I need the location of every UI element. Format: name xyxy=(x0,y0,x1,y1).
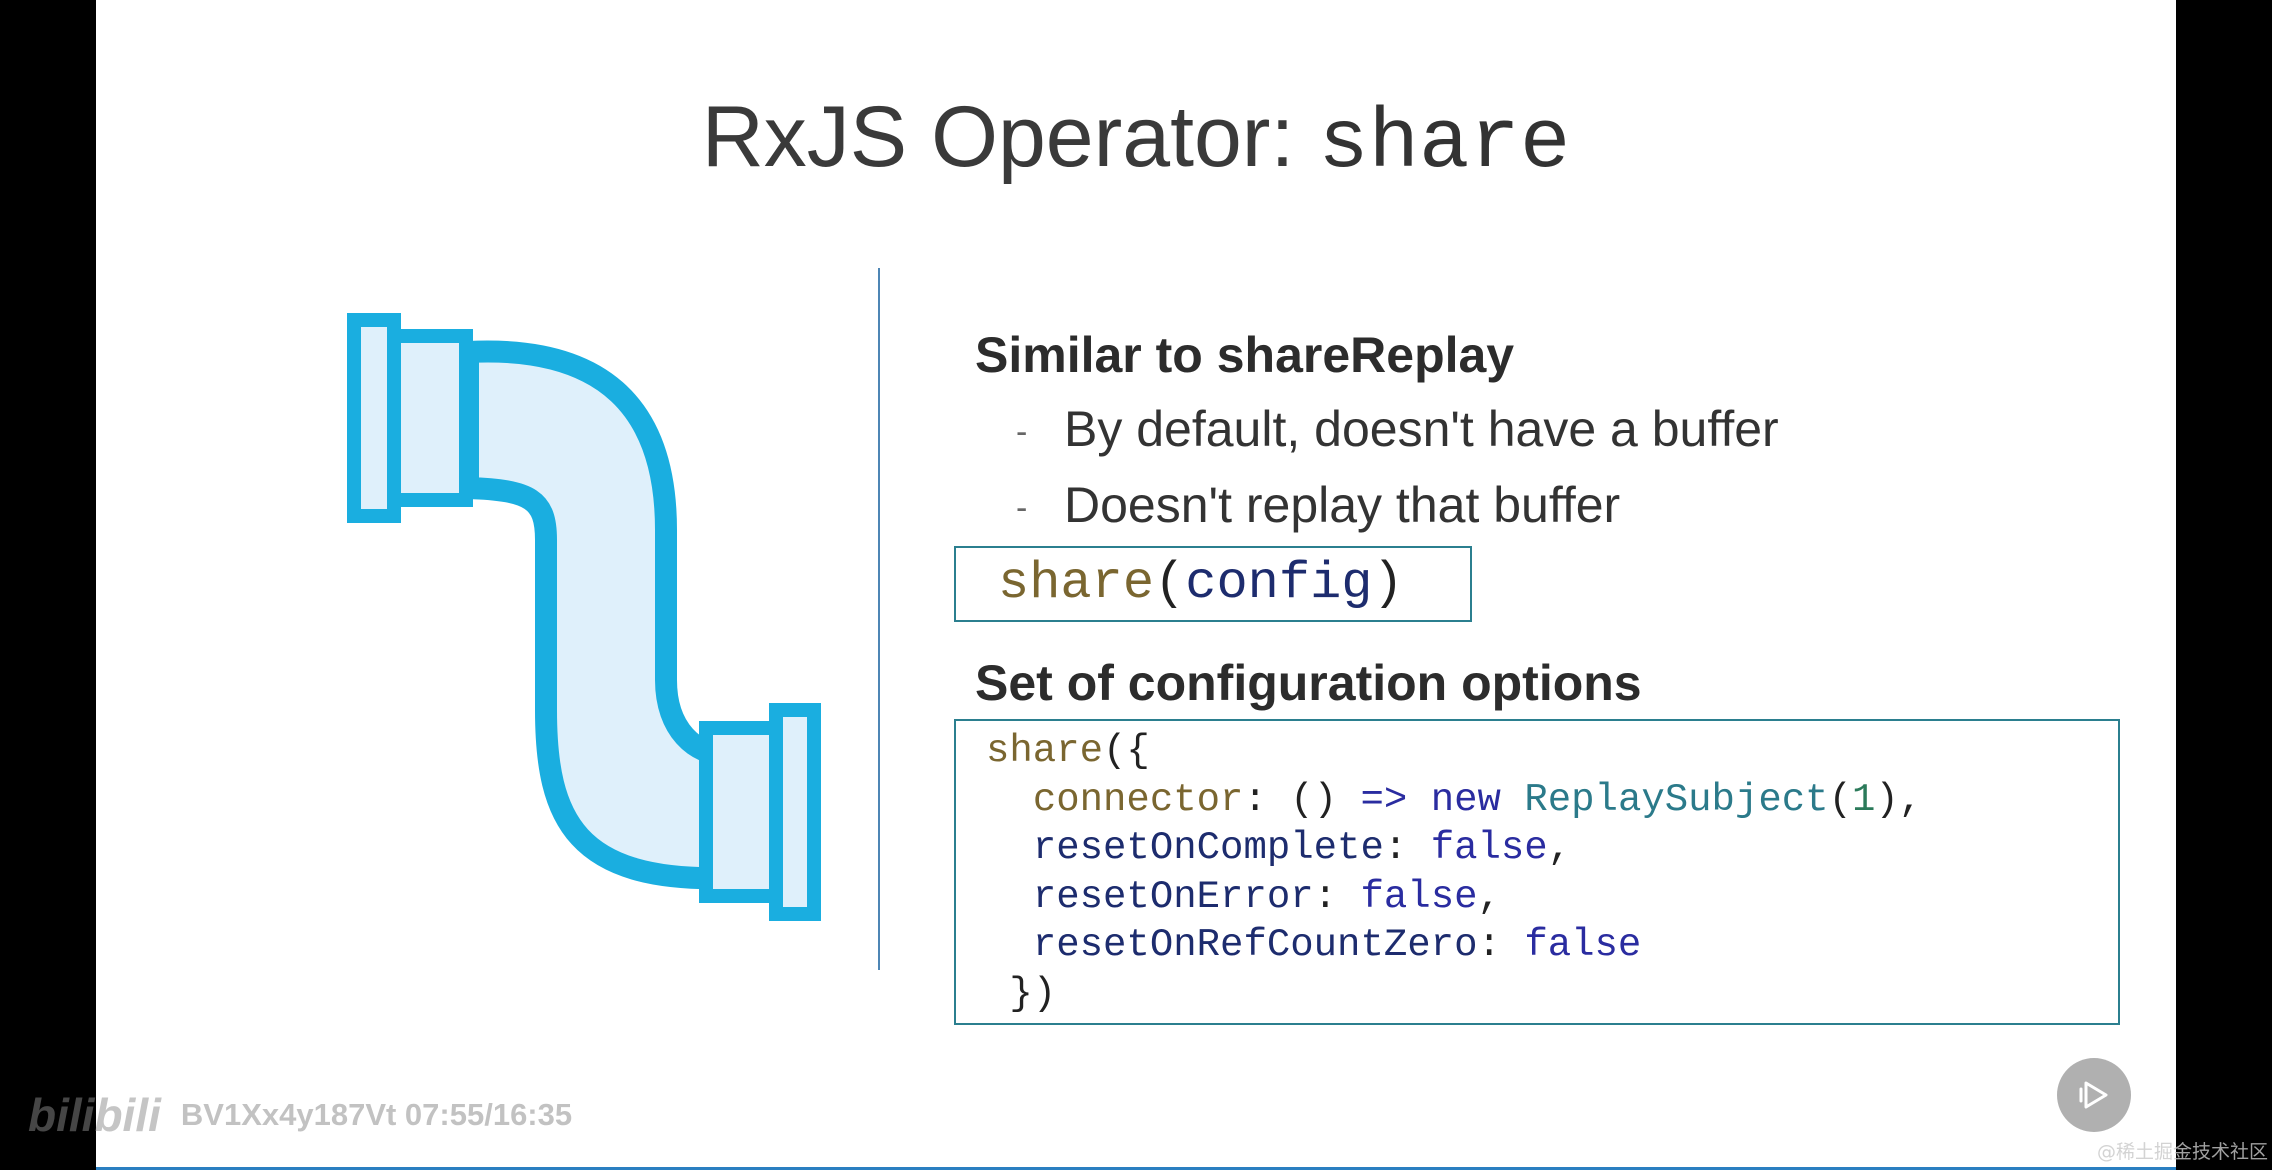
code-punct: : xyxy=(1313,874,1361,919)
bullet-marker: - xyxy=(1016,413,1028,452)
code-value: false xyxy=(1430,826,1548,870)
code-share-config: share(config) xyxy=(954,546,1472,622)
bilibili-logo: bilibili xyxy=(28,1089,161,1141)
code-paren: ( xyxy=(1154,554,1186,613)
code-punct: : xyxy=(1383,826,1431,870)
code-fn: share xyxy=(986,729,1104,773)
code-value: false xyxy=(1360,874,1478,919)
code-line: connector: () => new ReplaySubject(1), xyxy=(986,776,2118,825)
bullet-text: Doesn't replay that buffer xyxy=(1064,477,1621,533)
slide: RxJS Operator: share Similar to shareRep… xyxy=(96,0,2176,1170)
code-line: resetOnRefCountZero: false xyxy=(986,921,2118,970)
progress-line xyxy=(96,1167,2176,1170)
code-arrow: => xyxy=(1360,777,1408,822)
code-punct: }) xyxy=(1009,971,1057,1016)
code-line: share({ xyxy=(986,727,2118,776)
bullet-item: -By default, doesn't have a buffer xyxy=(1016,400,1779,458)
title-code: share xyxy=(1318,97,1571,192)
bullet-item: -Doesn't replay that buffer xyxy=(1016,476,1620,534)
code-key: resetOnError xyxy=(1032,874,1314,919)
code-value: false xyxy=(1524,923,1642,967)
code-config-block: share({ connector: () => new ReplaySubje… xyxy=(954,719,2120,1025)
code-key: resetOnRefCountZero xyxy=(1032,923,1478,967)
code-type: ReplaySubject xyxy=(1524,777,1829,822)
code-line: resetOnError: false, xyxy=(986,873,2118,922)
bullet-marker: - xyxy=(1016,489,1028,528)
heading-similar: Similar to shareReplay xyxy=(975,327,1515,383)
code-keyword: new xyxy=(1407,777,1525,822)
pipe-body xyxy=(457,340,737,890)
bullet-text: By default, doesn't have a buffer xyxy=(1064,401,1779,457)
pipe-flange-right-inner xyxy=(699,721,783,903)
slide-title: RxJS Operator: share xyxy=(96,88,2176,192)
heading-config-options: Set of configuration options xyxy=(975,655,1642,711)
vertical-divider xyxy=(878,268,880,970)
code-punct: , xyxy=(1477,874,1501,919)
video-watermark: bilibili BV1Xx4y187Vt 07:55/16:35 xyxy=(28,1089,573,1141)
play-button[interactable] xyxy=(2057,1058,2131,1132)
code-punct: ({ xyxy=(1103,729,1150,773)
code-punct: ), xyxy=(1875,777,1923,822)
pipe-illustration xyxy=(347,313,821,921)
code-punct: : xyxy=(1477,923,1525,967)
corner-credit: @稀土掘金技术社区 xyxy=(2096,1141,2268,1163)
title-text: RxJS Operator: xyxy=(701,89,1319,185)
code-punct: , xyxy=(1547,826,1572,870)
video-id-time: BV1Xx4y187Vt 07:55/16:35 xyxy=(180,1097,573,1132)
code-paren: ) xyxy=(1372,554,1404,613)
pipe-flange-right-outer xyxy=(769,703,821,921)
code-line: }) xyxy=(986,970,2118,1019)
pipe-flange-left-inner xyxy=(387,329,473,507)
code-fn: share xyxy=(998,554,1155,613)
code-number: 1 xyxy=(1851,777,1876,822)
code-punct: : () xyxy=(1243,777,1361,822)
code-line: resetOnComplete: false, xyxy=(986,824,2118,873)
code-arg: config xyxy=(1185,554,1373,613)
code-key: connector xyxy=(1032,777,1244,822)
code-punct: ( xyxy=(1828,777,1852,822)
code-key: resetOnComplete xyxy=(1032,826,1384,870)
play-icon xyxy=(2079,1081,2108,1109)
